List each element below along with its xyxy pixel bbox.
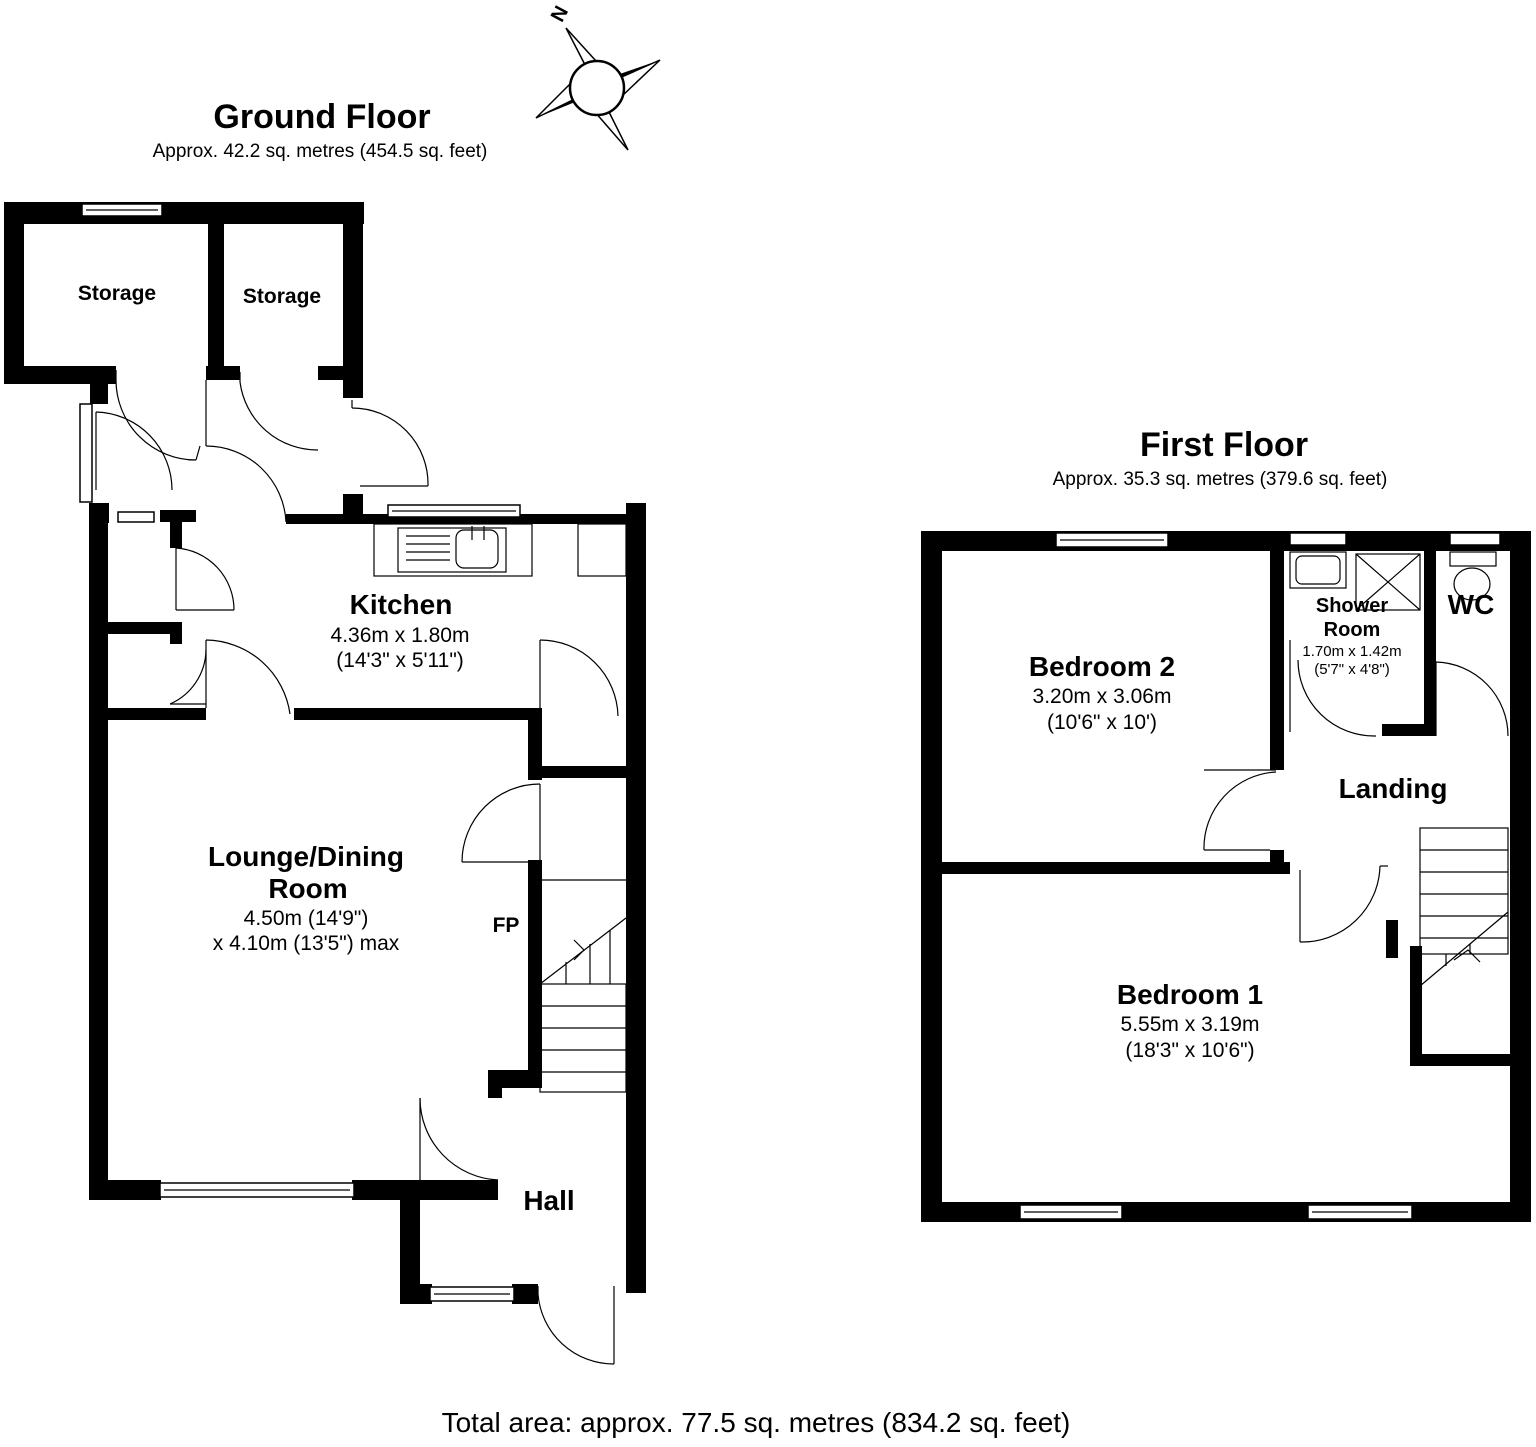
north-label: N [547,2,573,25]
total-area: Total area: approx. 77.5 sq. metres (834… [442,1407,1071,1438]
lounge-label-line1: Lounge/Dining [208,841,404,872]
ground-floor-title: Ground Floor [213,98,430,136]
bedroom1-label: Bedroom 1 [1117,979,1263,1010]
shower-room-fittings [1289,551,1421,611]
first-floor-walls [921,531,1531,1222]
first-floor-area: Approx. 35.3 sq. metres (379.6 sq. feet) [1053,469,1388,490]
fireplace-label: FP [493,914,520,937]
bedroom1-dim-metric: 5.55m x 3.19m [1121,1013,1260,1036]
shower-room-dim-metric: 1.70m x 1.42m [1302,643,1401,660]
wc-fittings [1449,551,1497,601]
lounge-dim-line1: 4.50m (14'9") [244,907,369,930]
first-floor-title: First Floor [1140,426,1308,464]
compass-rose-icon: N [535,2,661,151]
kitchen-dim-metric: 4.36m x 1.80m [331,624,470,647]
ground-floor-doors [95,370,619,1365]
bedroom2-label: Bedroom 2 [1029,651,1175,682]
kitchen-label: Kitchen [350,589,453,620]
hall-label: Hall [523,1185,574,1216]
ground-floor-stairs [539,879,627,1093]
lounge-dim-line2: x 4.10m (13'5") max [213,932,400,955]
shower-room-label-line1: Shower [1316,595,1388,617]
ground-floor-area: Approx. 42.2 sq. metres (454.5 sq. feet) [153,141,488,162]
storage-right-label: Storage [243,285,321,308]
shower-room-dim-imperial: (5'7" x 4'8") [1314,661,1390,678]
wc-label: WC [1448,589,1495,620]
first-floor-doors [1203,640,1509,943]
landing-label: Landing [1339,773,1448,804]
kitchen-dim-imperial: (14'3" x 5'11") [336,649,464,672]
bedroom2-dim-metric: 3.20m x 3.06m [1033,685,1172,708]
storage-left-label: Storage [78,282,156,305]
ground-floor-walls [4,202,646,1304]
bedroom2-dim-imperial: (10'6" x 10') [1047,711,1157,734]
kitchen-units [373,523,627,577]
first-floor-stairs [1419,827,1509,987]
first-floor-windows [1019,532,1501,1220]
ground-floor-windows [79,203,521,1302]
bedroom1-dim-imperial: (18'3" x 10'6") [1125,1039,1254,1062]
lounge-label-line2: Room [268,873,347,904]
shower-room-label-line2: Room [1324,619,1381,641]
